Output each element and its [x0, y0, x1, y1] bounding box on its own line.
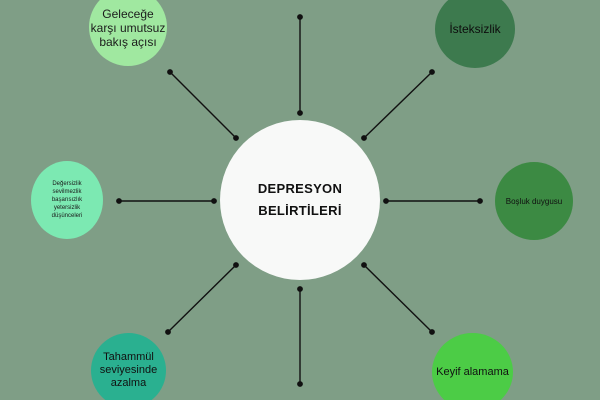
node-low-tolerance: Tahammül seviyesinde azalma [91, 333, 166, 400]
connector-left [116, 198, 217, 204]
node-emptiness: Boşluk duygusu [495, 162, 573, 240]
node-low-tolerance-label: Tahammül seviyesinde azalma [99, 351, 158, 389]
connector-top-left [167, 69, 239, 141]
node-emptiness-label: Boşluk duygusu [505, 196, 563, 206]
node-anhedonia-label: Keyif alamama [436, 366, 509, 378]
node-hopelessness-label: Geleceğe karşı umutsuz bakış açısı [90, 7, 166, 49]
node-anhedonia: Keyif alamama [432, 333, 513, 400]
connector-bottom-left [165, 262, 239, 335]
connector-bottom-right [361, 262, 435, 335]
node-hopelessness: Geleceğe karşı umutsuz bakış açısı [89, 0, 167, 66]
center-title: DEPRESYON BELİRTİLERİ [257, 181, 343, 218]
node-reluctance-label: İsteksizlik [449, 22, 501, 36]
connector-top-right [361, 69, 435, 141]
connector-bottom [297, 286, 303, 387]
node-worthlessness-label: Değersizlik sevilmezlik başarısızlık yet… [51, 181, 83, 219]
node-worthlessness: Değersizlik sevilmezlik başarısızlık yet… [31, 161, 103, 239]
node-reluctance: İsteksizlik [435, 0, 515, 68]
connector-top [297, 14, 303, 116]
connector-right [383, 198, 483, 204]
center-node: DEPRESYON BELİRTİLERİ [220, 120, 380, 280]
